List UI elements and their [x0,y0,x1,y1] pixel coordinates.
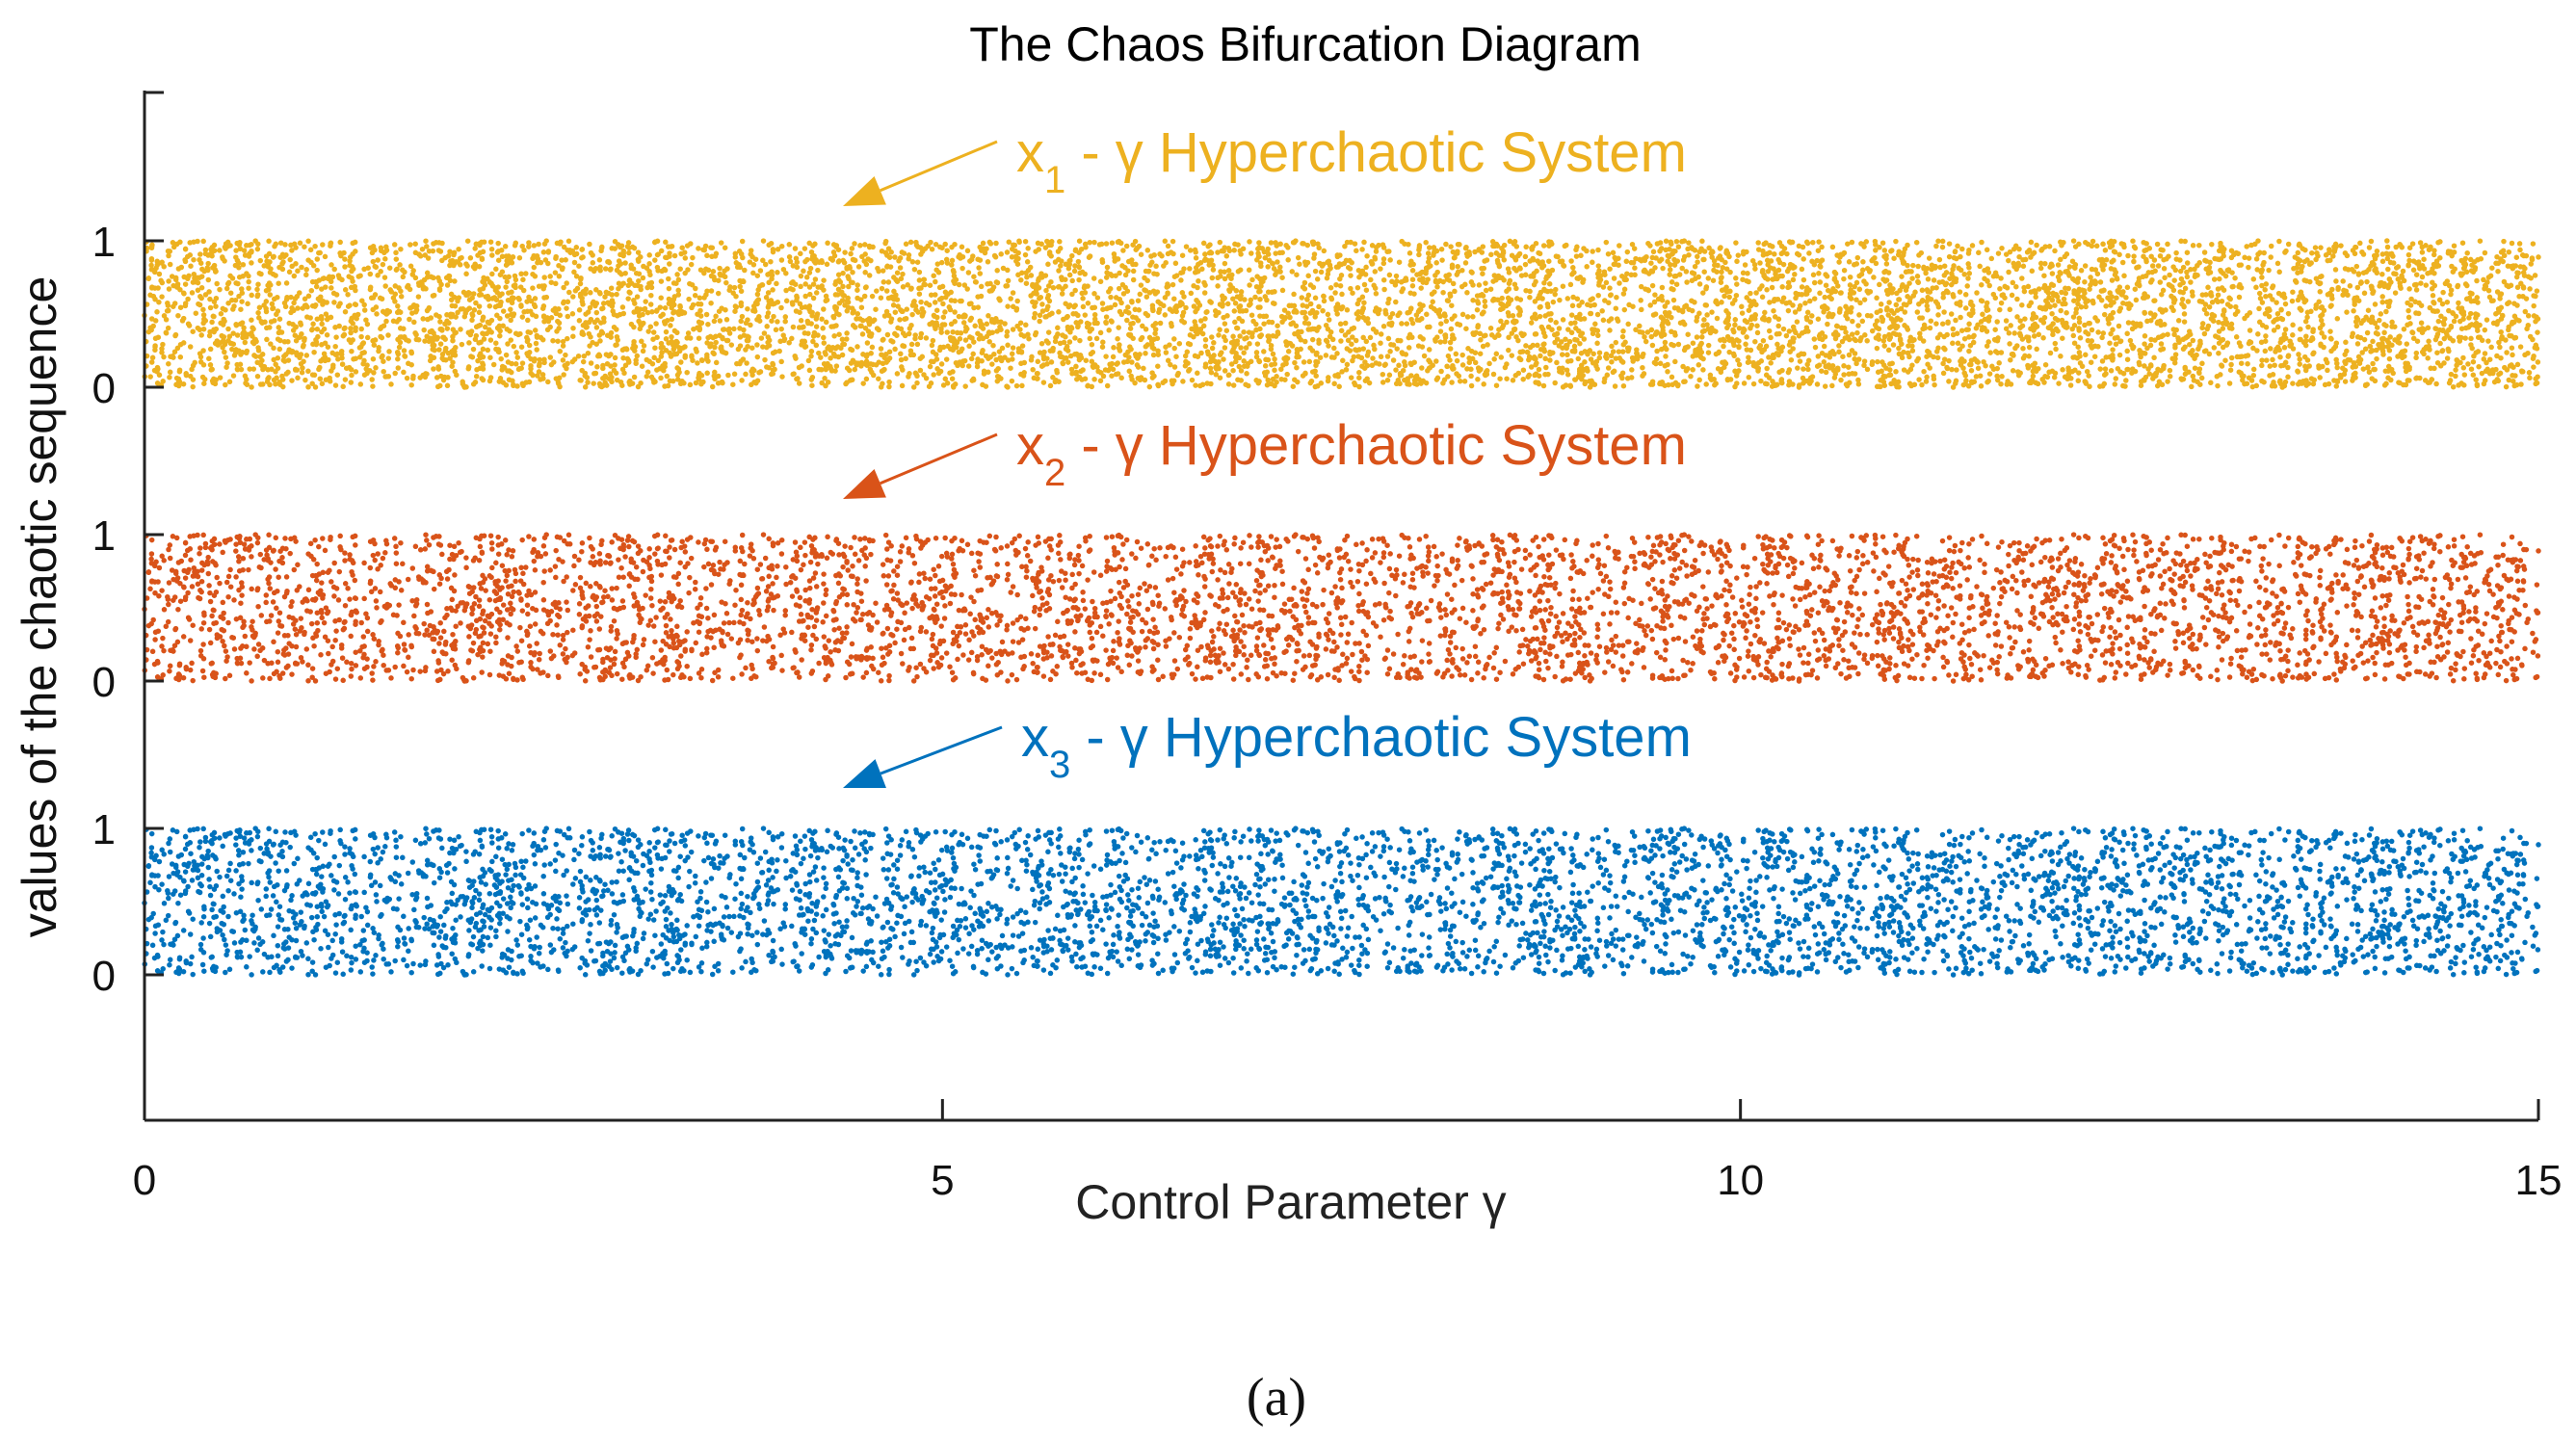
series-x2-arrow-line [880,433,998,485]
x-tick-label: 0 [133,1157,156,1204]
series-x1-arrow-head [843,176,886,206]
y-tick-label: 1 [92,806,116,853]
y-axis-label: values of the chaotic sequence [13,276,66,938]
x-ticks: 0 5 10 15 [133,1099,2563,1204]
series-x3-points [142,826,2541,978]
series-x1-arrow-line [880,140,998,193]
figure-caption: (a) [1247,1368,1306,1428]
y-ticks: 0 1 0 1 0 1 [92,219,164,1000]
x-tick-label: 15 [2515,1157,2563,1204]
series-x2-label: x2 - γ Hyperchaotic System [1016,414,1687,494]
series-x3-label: x3 - γ Hyperchaotic System [1021,706,1692,786]
series-x3-arrow-line [880,725,1003,775]
y-tick-label: 1 [92,219,116,266]
series-x3-arrow-head [843,759,886,788]
chart-title: The Chaos Bifurcation Diagram [969,17,1642,71]
x-axis-label: Control Parameter γ [1075,1175,1506,1229]
series-x1-points [142,238,2541,390]
series-x2-points [142,532,2541,684]
series-annotations: x1 - γ Hyperchaotic System x2 - γ Hyperch… [843,121,1692,788]
axes [143,91,2538,1122]
x-tick-label: 10 [1717,1157,1764,1204]
x-tick-label: 5 [931,1157,954,1204]
y-tick-label: 0 [92,659,116,706]
y-tick-label: 0 [92,365,116,412]
y-tick-label: 1 [92,512,116,560]
scatter-points [142,238,2541,978]
series-x2-arrow-head [843,469,886,499]
series-x1-label: x1 - γ Hyperchaotic System [1016,121,1687,201]
y-tick-label: 0 [92,953,116,1000]
